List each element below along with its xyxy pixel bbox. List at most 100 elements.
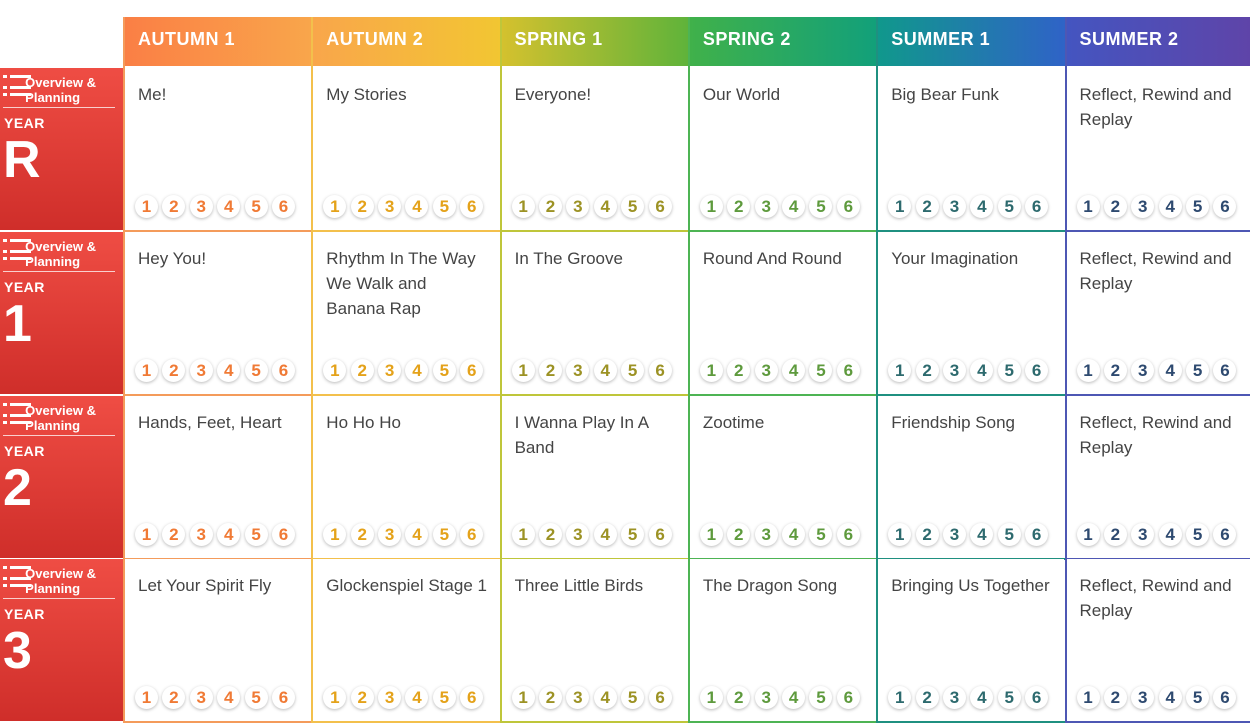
unit-title-link[interactable]: Let Your Spirit Fly [138,576,272,595]
step-6-button[interactable]: 6 [271,523,295,546]
step-2-button[interactable]: 2 [727,686,751,709]
step-1-button[interactable]: 1 [1076,523,1100,546]
unit-title-link[interactable]: Hands, Feet, Heart [138,413,282,432]
unit-title-link[interactable]: Reflect, Rewind and Replay [1079,413,1232,457]
step-5-button[interactable]: 5 [432,195,456,218]
step-2-button[interactable]: 2 [538,195,562,218]
step-2-button[interactable]: 2 [162,523,186,546]
step-3-button[interactable]: 3 [1131,359,1155,382]
step-1-button[interactable]: 1 [511,686,535,709]
step-5-button[interactable]: 5 [432,686,456,709]
step-6-button[interactable]: 6 [1213,686,1237,709]
step-3-button[interactable]: 3 [566,359,590,382]
step-4-button[interactable]: 4 [1158,686,1182,709]
step-4-button[interactable]: 4 [782,686,806,709]
step-2-button[interactable]: 2 [538,686,562,709]
step-2-button[interactable]: 2 [538,359,562,382]
step-3-button[interactable]: 3 [754,359,778,382]
step-6-button[interactable]: 6 [648,686,672,709]
step-3-button[interactable]: 3 [942,523,966,546]
step-4-button[interactable]: 4 [217,523,241,546]
step-6-button[interactable]: 6 [271,359,295,382]
overview-planning-link[interactable]: Overview & Planning [3,402,123,433]
step-3-button[interactable]: 3 [942,359,966,382]
overview-planning-link[interactable]: Overview & Planning [3,74,123,105]
step-6-button[interactable]: 6 [836,195,860,218]
step-1-button[interactable]: 1 [699,359,723,382]
step-6-button[interactable]: 6 [1213,195,1237,218]
step-6-button[interactable]: 6 [271,686,295,709]
step-3-button[interactable]: 3 [754,523,778,546]
step-1-button[interactable]: 1 [135,359,158,382]
step-1-button[interactable]: 1 [323,686,347,709]
step-6-button[interactable]: 6 [460,686,484,709]
unit-title-link[interactable]: Our World [702,85,781,104]
step-4-button[interactable]: 4 [217,359,241,382]
step-6-button[interactable]: 6 [460,523,484,546]
unit-title-link[interactable]: Reflect, Rewind and Replay [1079,249,1232,293]
overview-planning-link[interactable]: Overview & Planning [3,238,123,269]
unit-title-link[interactable]: Rhythm In The Way We Walk and Banana Rap [326,249,476,318]
step-4-button[interactable]: 4 [593,359,617,382]
step-2-button[interactable]: 2 [350,523,374,546]
step-3-button[interactable]: 3 [1131,523,1155,546]
step-4-button[interactable]: 4 [405,359,429,382]
step-5-button[interactable]: 5 [432,359,456,382]
unit-title-link[interactable]: Big Bear Funk [891,85,999,104]
step-1-button[interactable]: 1 [511,195,535,218]
step-4-button[interactable]: 4 [970,195,994,218]
step-5-button[interactable]: 5 [621,523,645,546]
step-5-button[interactable]: 5 [1186,195,1210,218]
unit-title-link[interactable]: Reflect, Rewind and Replay [1079,576,1232,620]
step-6-button[interactable]: 6 [1025,523,1049,546]
step-4-button[interactable]: 4 [217,686,241,709]
step-1-button[interactable]: 1 [699,523,723,546]
step-1-button[interactable]: 1 [888,359,912,382]
step-6-button[interactable]: 6 [460,359,484,382]
step-5-button[interactable]: 5 [244,523,268,546]
step-5-button[interactable]: 5 [809,523,833,546]
overview-planning-link[interactable]: Overview & Planning [3,565,123,596]
step-3-button[interactable]: 3 [378,523,402,546]
step-2-button[interactable]: 2 [727,523,751,546]
step-2-button[interactable]: 2 [538,523,562,546]
step-2-button[interactable]: 2 [350,359,374,382]
step-4-button[interactable]: 4 [593,686,617,709]
step-4-button[interactable]: 4 [405,195,429,218]
step-6-button[interactable]: 6 [1025,359,1049,382]
step-1-button[interactable]: 1 [888,195,912,218]
step-2-button[interactable]: 2 [162,359,186,382]
step-3-button[interactable]: 3 [1131,686,1155,709]
step-6-button[interactable]: 6 [271,195,295,218]
step-3-button[interactable]: 3 [378,195,402,218]
step-1-button[interactable]: 1 [1076,195,1100,218]
step-1-button[interactable]: 1 [511,359,535,382]
step-4-button[interactable]: 4 [970,523,994,546]
step-6-button[interactable]: 6 [648,523,672,546]
step-6-button[interactable]: 6 [1213,359,1237,382]
step-4-button[interactable]: 4 [782,523,806,546]
step-3-button[interactable]: 3 [754,686,778,709]
step-2-button[interactable]: 2 [727,195,751,218]
step-3-button[interactable]: 3 [1131,195,1155,218]
step-5-button[interactable]: 5 [432,523,456,546]
step-4-button[interactable]: 4 [970,686,994,709]
step-3-button[interactable]: 3 [378,686,402,709]
step-1-button[interactable]: 1 [888,686,912,709]
step-3-button[interactable]: 3 [566,686,590,709]
step-3-button[interactable]: 3 [189,523,213,546]
